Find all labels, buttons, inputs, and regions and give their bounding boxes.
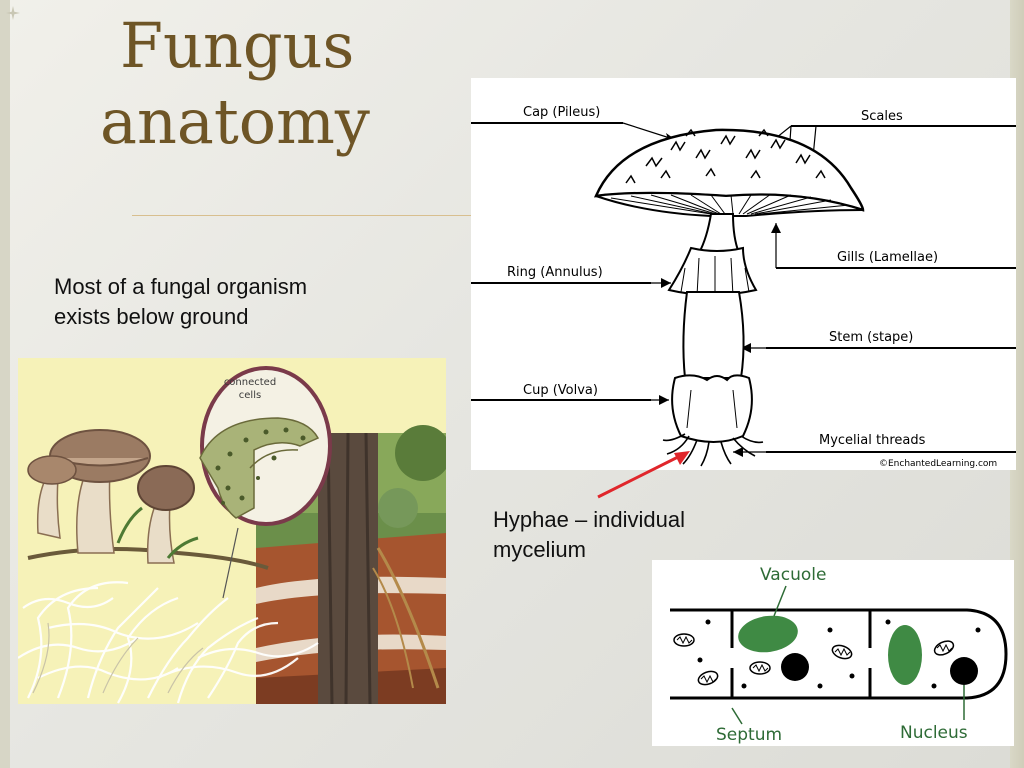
hypha-cell-diagram: Vacuole Septum Nucleus [652, 560, 1014, 746]
mycelial-label: Mycelial threads [819, 433, 926, 448]
scales-label: Scales [861, 109, 903, 124]
nucleus-label: Nucleus [900, 723, 968, 743]
hypha-diagram-svg: Vacuole Septum Nucleus [670, 565, 1008, 745]
subtitle-line-2: exists below ground [54, 304, 249, 329]
title-line-2: anatomy [100, 85, 370, 158]
stem-label: Stem (stape) [829, 330, 913, 345]
title-line-1: Fungus [120, 9, 355, 82]
cup-label: Cup (Volva) [523, 383, 598, 398]
bubble-label-line-2: cells [239, 390, 261, 401]
subtitle-line-1: Most of a fungal organism [54, 274, 308, 299]
septum-label: Septum [716, 725, 782, 745]
cap-label: Cap (Pileus) [523, 105, 600, 120]
mushroom-anatomy-diagram: Cap (Pileus) Scales Gills (Lamellae) Rin… [471, 78, 1016, 470]
hyphae-caption: Hyphae – individual mycelium [493, 505, 793, 565]
slide-left-edge [0, 0, 10, 768]
gills-label: Gills (Lamellae) [837, 250, 938, 265]
ring-label: Ring (Annulus) [507, 265, 603, 280]
title-divider [132, 215, 472, 216]
corner-star-icon [6, 6, 20, 20]
caption-line-1: Hyphae – individual [493, 507, 686, 532]
subtitle-text: Most of a fungal organism exists below g… [54, 272, 384, 332]
vacuole-label: Vacuole [760, 565, 826, 585]
mycelium-illustration: connected cells [18, 358, 446, 704]
bubble-label-line-1: connected [224, 377, 276, 388]
credit-text: ©EnchantedLearning.com [879, 459, 997, 469]
mycelium-illustration-svg: connected cells [18, 358, 446, 704]
red-arrow-icon [597, 451, 690, 499]
caption-line-2: mycelium [493, 537, 586, 562]
mushroom-diagram-svg: Cap (Pileus) Scales Gills (Lamellae) Rin… [471, 105, 1016, 469]
slide-title: Fungus anatomy [100, 8, 430, 160]
